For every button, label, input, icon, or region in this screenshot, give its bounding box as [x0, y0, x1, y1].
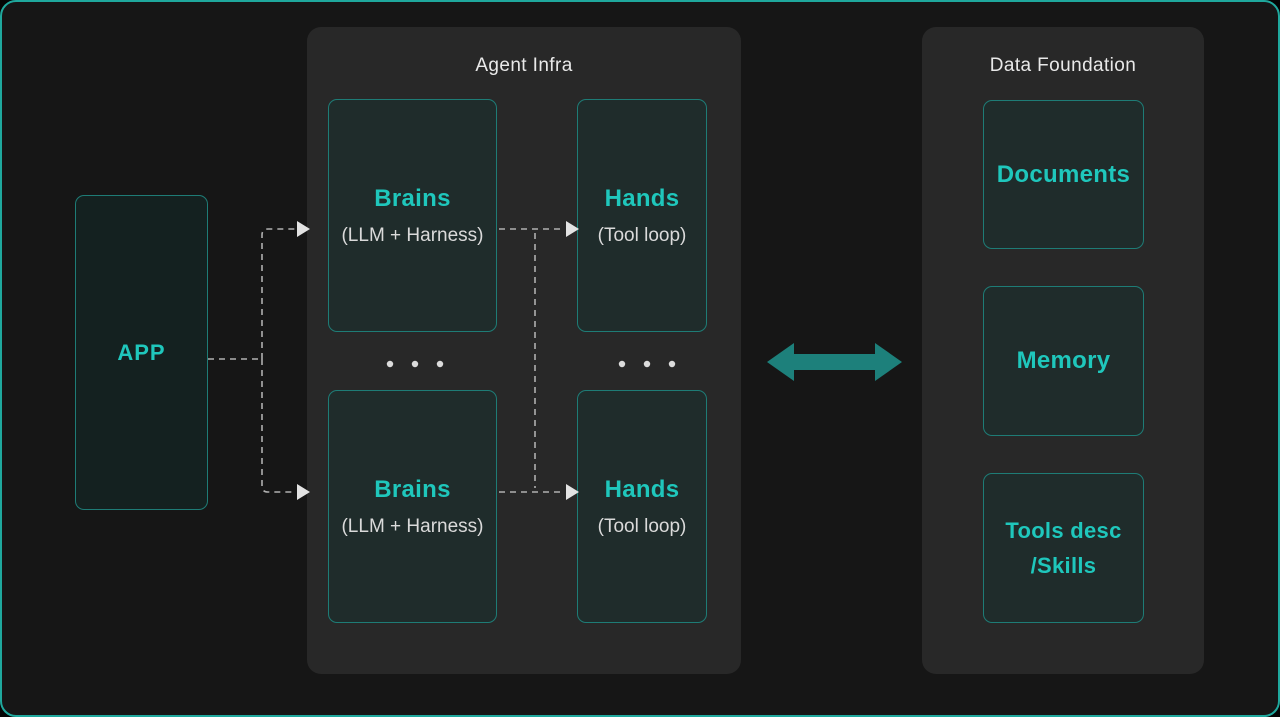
tools-skills-label-line1: Tools desc — [1005, 518, 1122, 543]
hands-node-top: Hands (Tool loop) — [577, 99, 707, 332]
hands-title: Hands — [604, 184, 680, 212]
hands-subtitle: (Tool loop) — [597, 515, 687, 537]
brains-subtitle: (LLM + Harness) — [341, 515, 484, 537]
brains-node-top: Brains (LLM + Harness) — [328, 99, 497, 332]
data-foundation-title: Data Foundation — [989, 55, 1137, 76]
app-node: APP — [75, 195, 208, 510]
hands-subtitle: (Tool loop) — [597, 224, 687, 246]
memory-label: Memory — [1016, 347, 1111, 374]
memory-node: Memory — [983, 286, 1144, 436]
app-label: APP — [117, 339, 166, 365]
agent-infra-title: Agent Infra — [475, 55, 573, 76]
hands-title: Hands — [604, 475, 680, 503]
brains-subtitle: (LLM + Harness) — [341, 224, 484, 246]
hands-node-bottom: Hands (Tool loop) — [577, 390, 707, 623]
brains-title: Brains — [374, 184, 451, 212]
tools-skills-label-line2: /Skills — [1030, 553, 1097, 578]
agent-infra-panel: Agent Infra Brains (LLM + Harness) Hands… — [307, 27, 741, 674]
documents-label: Documents — [996, 160, 1131, 188]
bidirectional-arrow-icon — [767, 343, 902, 381]
connector-app-to-brains-top — [261, 228, 296, 359]
tools-skills-node: Tools desc /Skills — [983, 473, 1144, 623]
connector-app-to-brains-bottom — [261, 359, 296, 493]
data-foundation-panel: Data Foundation Documents Memory Tools d… — [922, 27, 1204, 674]
documents-node: Documents — [983, 100, 1144, 249]
brains-title: Brains — [374, 475, 451, 503]
brains-node-bottom: Brains (LLM + Harness) — [328, 390, 497, 623]
